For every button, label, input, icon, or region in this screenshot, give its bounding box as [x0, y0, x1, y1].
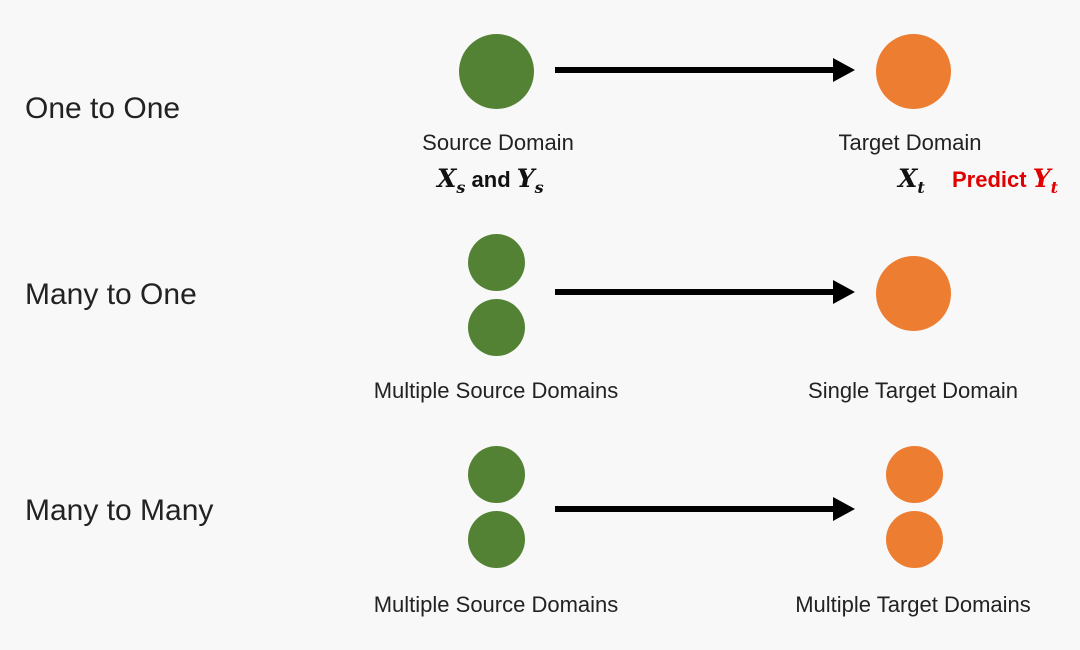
- y-subscript: s: [534, 178, 544, 197]
- target-math-label: Xt: [898, 164, 925, 197]
- yt-symbol: Y: [1032, 164, 1051, 193]
- row-label-one-to-one: One to One: [25, 92, 181, 125]
- target-domain-circle: [876, 256, 951, 331]
- predict-label: Predict Yt: [952, 164, 1058, 197]
- target-domain-circle: [876, 34, 951, 109]
- multiple-source-caption: Multiple Source Domains: [373, 378, 619, 403]
- and-word: and: [471, 167, 511, 192]
- target-domain-circle: [886, 446, 943, 503]
- source-domain-circle: [459, 34, 534, 109]
- xt-symbol: X: [898, 164, 918, 193]
- x-symbol: X: [437, 164, 457, 193]
- source-math-label: Xs and Ys: [437, 164, 544, 197]
- yt-subscript: t: [1050, 178, 1058, 197]
- row-label-many-to-many: Many to Many: [25, 494, 214, 527]
- multiple-target-caption: Multiple Target Domains: [795, 592, 1031, 617]
- source-domain-circle: [468, 234, 525, 291]
- source-domain-circle: [468, 299, 525, 356]
- row-label-many-to-one: Many to One: [25, 278, 197, 311]
- source-domain-caption: Source Domain: [422, 130, 574, 155]
- arrow-many-to-one: [555, 280, 855, 304]
- x-subscript: s: [456, 178, 466, 197]
- arrow-many-to-many: [555, 497, 855, 521]
- source-domain-circle: [468, 446, 525, 503]
- single-target-caption: Single Target Domain: [808, 378, 1018, 403]
- target-domain-circle: [886, 511, 943, 568]
- predict-word: Predict: [952, 167, 1027, 192]
- arrow-one-to-one: [555, 58, 855, 82]
- y-symbol: Y: [516, 164, 535, 193]
- target-domain-caption: Target Domain: [838, 130, 982, 155]
- multiple-source-caption: Multiple Source Domains: [373, 592, 619, 617]
- source-domain-circle: [468, 511, 525, 568]
- xt-subscript: t: [917, 178, 925, 197]
